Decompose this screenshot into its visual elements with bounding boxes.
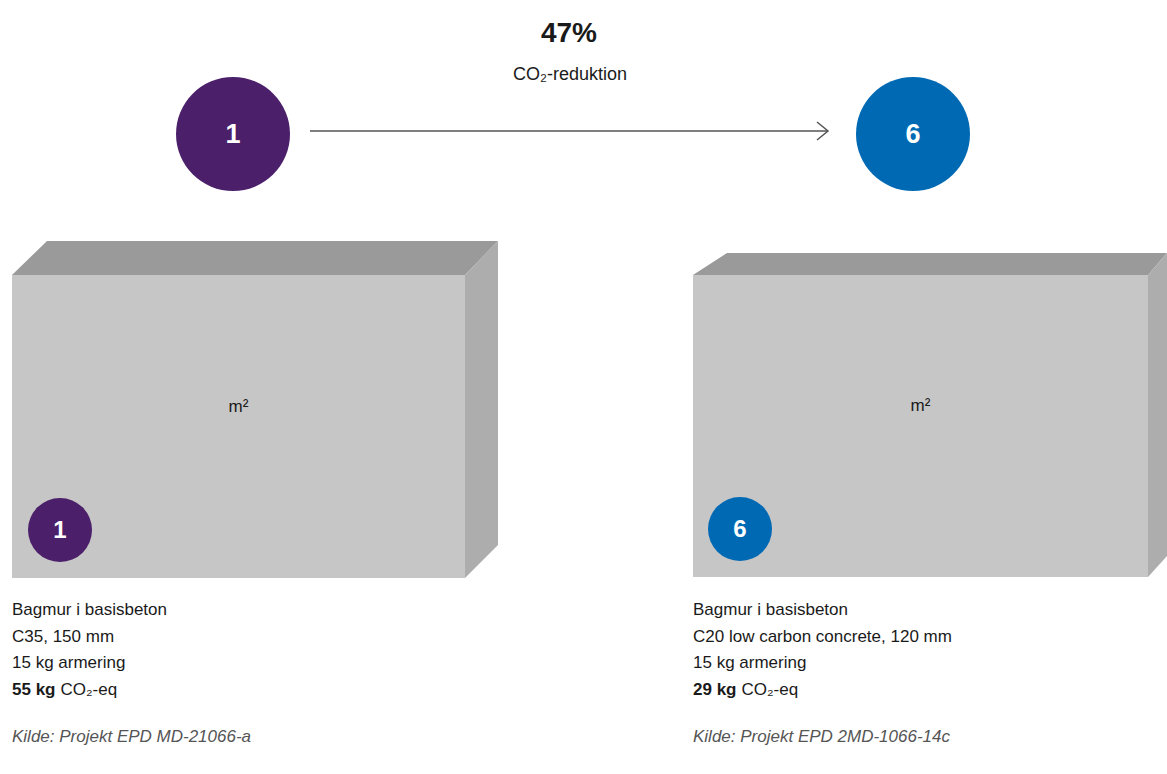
block-side-face <box>465 241 498 578</box>
step-circle: 1 <box>176 77 290 191</box>
block-top-face <box>12 241 498 275</box>
callout-circle: 1 <box>28 498 92 562</box>
step-number: 6 <box>905 119 920 150</box>
concrete-block-front: m² 1 <box>12 275 465 578</box>
step-number: 1 <box>53 516 66 544</box>
block-top-face <box>693 253 1167 275</box>
unit-label: m² <box>229 397 249 417</box>
source-note: Kilde: Projekt EPD MD-21066-a <box>12 727 251 747</box>
description-line: Bagmur i basisbeton <box>693 600 848 620</box>
unit-label: m² <box>911 396 931 416</box>
description-line: C20 low carbon concrete, 120 mm <box>693 627 952 647</box>
step-number: 6 <box>733 515 746 543</box>
step-number: 1 <box>225 119 240 150</box>
step-circle: 6 <box>856 77 970 191</box>
description-line: Bagmur i basisbeton <box>12 600 167 620</box>
emission-value: 29 kg <box>693 680 736 700</box>
emission-unit: CO₂-eq <box>741 680 798 700</box>
description-line: 15 kg armering <box>12 653 125 673</box>
block-side-face <box>1148 253 1167 577</box>
source-note: Kilde: Projekt EPD 2MD-1066-14c <box>693 727 950 747</box>
reduction-percent: 47% <box>541 17 597 49</box>
callout-circle: 6 <box>708 497 772 561</box>
description-line: 15 kg armering <box>693 653 806 673</box>
concrete-block-front: m² 6 <box>693 275 1148 577</box>
emission-value: 55 kg <box>12 680 55 700</box>
reduction-caption: CO₂-reduktion <box>513 64 627 84</box>
description-line: C35, 150 mm <box>12 627 114 647</box>
reduction-arrow <box>310 122 828 140</box>
emission-unit: CO₂-eq <box>60 680 117 700</box>
